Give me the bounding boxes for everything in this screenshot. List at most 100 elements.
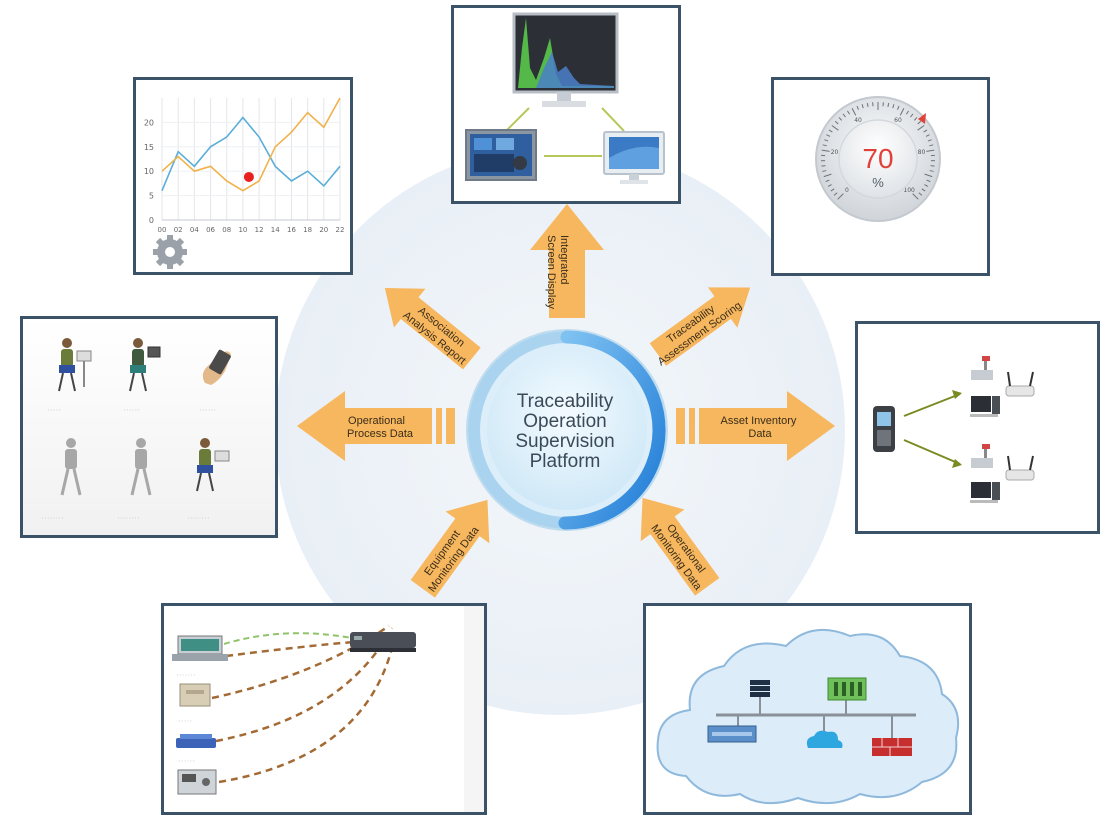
- gauge-tick: [861, 104, 864, 109]
- gauge-tick: [887, 102, 890, 108]
- gauge-tick-label: 0: [845, 187, 849, 194]
- gauge-tick: [921, 188, 926, 192]
- svg-text:Asset Inventory Data: Asset Inventory Data: [721, 415, 800, 440]
- network-cloud-illustration: [656, 629, 960, 805]
- arrow-left-line2: Process Data: [347, 428, 414, 440]
- gauge-tick-label: 40: [854, 117, 862, 124]
- chart-x-tick-label: 18: [303, 226, 312, 234]
- network-switch-icon: [707, 725, 757, 743]
- arrow-top-line1: Integrated: [558, 235, 570, 285]
- gauge-tick: [821, 165, 826, 167]
- arrow-operational-process-data: Operational Process Data: [297, 391, 455, 461]
- chart-y-tick-label: 10: [144, 167, 154, 176]
- faded-label-6: ········: [187, 514, 210, 524]
- gauge-tick: [927, 139, 932, 142]
- faded-label-4: ········: [41, 514, 64, 524]
- panel-operational-monitoring: [643, 603, 972, 815]
- chart-series-line-1: [161, 116, 341, 192]
- faded-label-5: ········: [117, 514, 140, 524]
- gear-icon: [153, 235, 187, 269]
- monitor-icon: [512, 12, 619, 107]
- gauge-tick-label: 100: [903, 187, 915, 194]
- gauge-tick: [827, 184, 832, 187]
- gauge-tick: [838, 117, 843, 121]
- gauge-value: 70: [862, 143, 893, 174]
- gauge-tick: [833, 192, 838, 196]
- arrow-right-line2: Data: [748, 428, 772, 440]
- cloud-service-icon: [806, 730, 843, 748]
- gauge-unit: %: [872, 175, 884, 190]
- wifi-router-icon-2: [1005, 455, 1035, 481]
- gauge-tick: [929, 144, 934, 147]
- chart-y-tick-label: 15: [144, 143, 154, 152]
- chart-x-tick-label: 14: [271, 226, 280, 234]
- scale-device-icon: [971, 356, 993, 380]
- faded-label-1: ·····: [47, 406, 61, 416]
- pc-tower-icon-2: [970, 482, 1000, 503]
- panel-operational-process: ····· ······ ······ ········ ········ ··…: [20, 316, 278, 538]
- gauge-tick: [918, 192, 923, 196]
- faded-label-8: ·····: [178, 717, 192, 727]
- chart-marker-dot: [243, 171, 254, 182]
- gauge-tick: [823, 173, 832, 178]
- gauge-tick: [822, 144, 827, 147]
- chart-x-tick-label: 16: [287, 226, 296, 234]
- wifi-router-icon: [1005, 371, 1035, 397]
- gauge-tick: [917, 120, 922, 125]
- panel-screen-display: [451, 5, 681, 204]
- gauge-tick: [834, 120, 839, 125]
- gauge-tick: [926, 149, 935, 152]
- gauge-tick-label: 20: [831, 149, 839, 156]
- printer-icon: [179, 683, 211, 707]
- faded-label-7: ·······: [176, 671, 196, 681]
- faded-label-2: ······: [123, 406, 140, 416]
- gauge-tick: [913, 117, 918, 121]
- gauge-tick: [929, 170, 934, 172]
- gauge-tick: [926, 179, 931, 183]
- chart-y-tick-label: 20: [144, 118, 154, 127]
- database-server-icon: [750, 680, 770, 697]
- faded-label-9: ······: [178, 757, 195, 767]
- cloud-shape: [656, 629, 960, 805]
- handheld-device-icon: [202, 349, 231, 385]
- chart-x-tick-label: 22: [336, 226, 345, 234]
- chart-x-tick-label: 06: [206, 226, 215, 234]
- chart-x-tick-label: 20: [319, 226, 328, 234]
- desktop-monitor-icon: [603, 131, 665, 184]
- panel-equipment-monitoring: ······· ····· ······: [161, 603, 487, 815]
- gauge-tick: [825, 179, 830, 183]
- operator-walking-gray-icon-2: [130, 438, 152, 496]
- gauge-tick: [923, 129, 928, 133]
- scale-device-icon-2: [971, 444, 993, 468]
- platform-title-line3: Supervision: [515, 431, 615, 452]
- gauge-tick: [837, 193, 844, 200]
- faded-label-3: ······: [199, 406, 216, 416]
- platform-title: Traceability Operation Supervision Platf…: [495, 392, 635, 472]
- chart-y-tick-label: 0: [149, 216, 154, 225]
- svg-text:Integrated Screen Displa: Integrated Screen Display: [545, 235, 570, 309]
- chart-series-line-2: [161, 97, 341, 192]
- gauge-tick: [828, 129, 833, 133]
- chart-x-tick-label: 04: [190, 226, 199, 234]
- gauge-tick: [824, 139, 829, 142]
- laptop-icon: [172, 635, 228, 661]
- gauge-tick: [899, 107, 905, 116]
- gauge-tick: [925, 134, 930, 137]
- gauge-tick: [830, 188, 835, 192]
- arrow-top-line2: Screen Display: [545, 235, 557, 309]
- test-instrument-icon: [177, 769, 217, 795]
- chart-x-tick-label: 08: [222, 226, 231, 234]
- platform-hub: [466, 329, 668, 531]
- gauge-tick: [892, 104, 895, 109]
- gauge-tick: [822, 170, 827, 172]
- gauge-tick: [930, 165, 935, 167]
- chart-x-tick-label: 00: [158, 226, 167, 234]
- screen-display-illustration: [465, 12, 665, 184]
- arrow-right-line1: Asset Inventory: [721, 415, 797, 427]
- control-room-screen-icon: [465, 129, 537, 181]
- asset-inventory-illustration: [873, 356, 1035, 503]
